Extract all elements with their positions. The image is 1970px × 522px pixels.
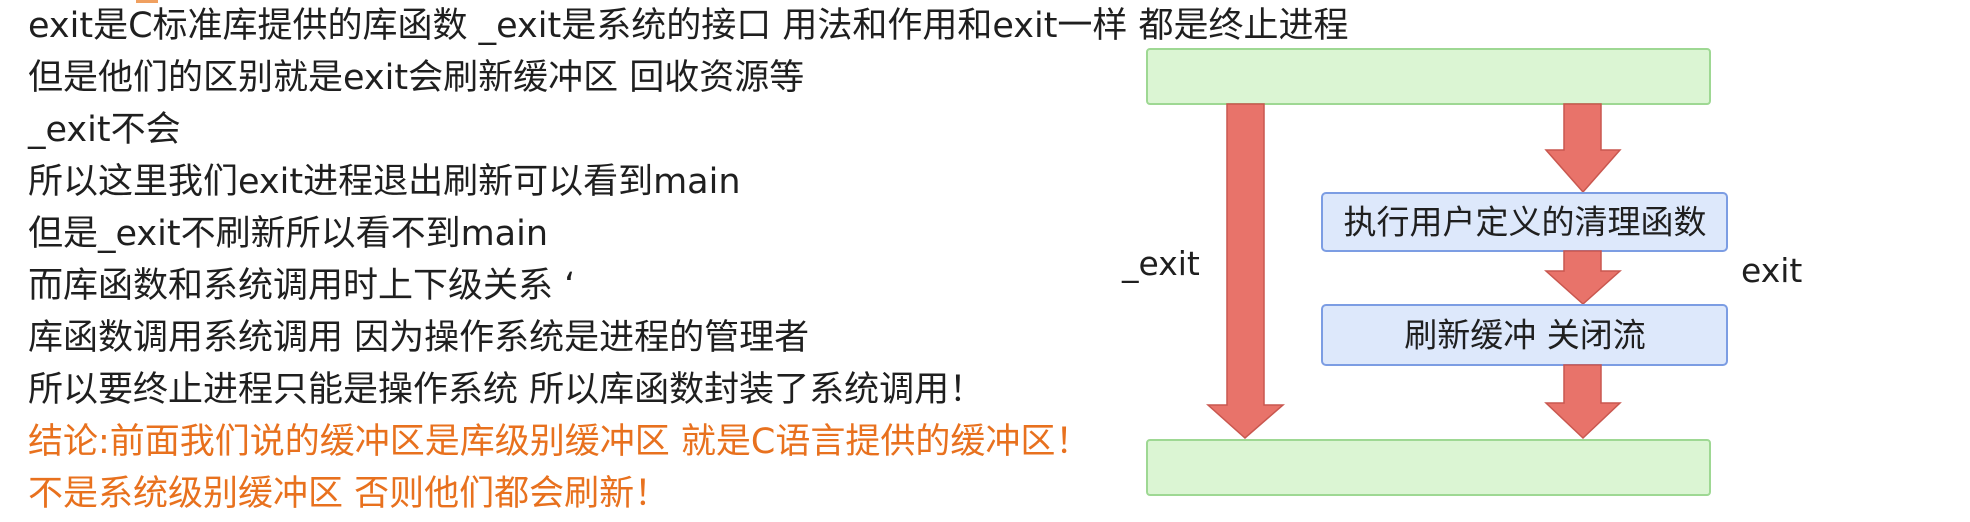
- note-line-4: 所以这里我们exit进程退出刷新可以看到main: [28, 162, 741, 202]
- note-line-2: 但是他们的区别就是exit会刷新缓冲区 回收资源等: [28, 58, 805, 98]
- conclusion-line-1: 结论:前面我们说的缓冲区是库级别缓冲区 就是C语言提供的缓冲区！: [28, 422, 1091, 462]
- process-end-box: [1146, 439, 1711, 496]
- note-line-6: 而库函数和系统调用时上下级关系 ‘: [28, 266, 576, 306]
- notes-text: exit是C标准库提供的库函数 _exit是系统的接口 用法和作用和exit一样…: [28, 0, 1349, 520]
- exit-label: exit: [1741, 251, 1802, 290]
- flush-buffer-box: [1321, 304, 1728, 366]
- process-start-box: [1146, 48, 1711, 105]
- exit-syscall-arrow: [1206, 103, 1286, 439]
- note-line-8: 所以要终止进程只能是操作系统 所以库函数封装了系统调用！: [28, 370, 985, 410]
- note-line-3: _exit不会: [28, 110, 181, 150]
- flush-buffer-label: 刷新缓冲 关闭流: [1404, 316, 1646, 355]
- exit-arrow-segment-2: [1544, 250, 1622, 306]
- conclusion-line-2: 不是系统级别缓冲区 否则他们都会刷新！: [28, 474, 670, 514]
- cleanup-functions-box: [1321, 192, 1728, 252]
- note-line-1: exit是C标准库提供的库函数 _exit是系统的接口 用法和作用和exit一样…: [28, 6, 1349, 46]
- note-line-5: 但是_exit不刷新所以看不到main: [28, 214, 549, 254]
- cleanup-functions-label: 执行用户定义的清理函数: [1344, 203, 1707, 242]
- top-highlight-mark: [136, 0, 158, 3]
- note-line-7: 库函数调用系统调用 因为操作系统是进程的管理者: [28, 318, 810, 358]
- exit-arrow-segment-3: [1544, 364, 1622, 440]
- exit-arrow-segment-1: [1544, 103, 1622, 194]
- underscore-exit-label: _exit: [1121, 244, 1200, 283]
